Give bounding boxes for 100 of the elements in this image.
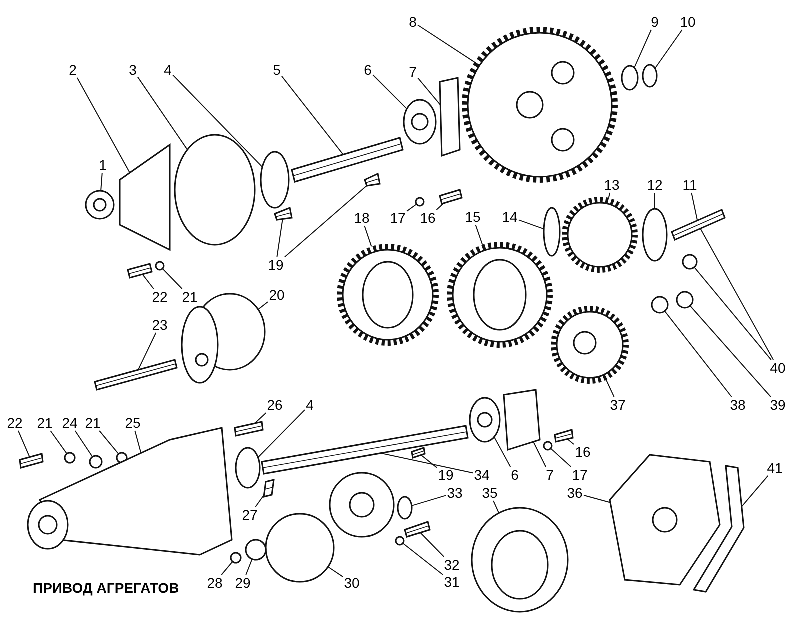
leader-line: [493, 500, 500, 514]
drawing-title: ПРИВОД АГРЕГАТОВ: [33, 579, 180, 598]
flange-drawing: [503, 389, 541, 451]
callout-number: 9: [650, 14, 660, 30]
leader-line: [255, 494, 265, 508]
leader-line: [138, 332, 157, 371]
leader-line: [18, 430, 30, 458]
callout-number: 10: [679, 14, 697, 30]
leader-line: [284, 185, 368, 258]
leader-line: [99, 430, 120, 455]
callout-number: 17: [389, 210, 407, 226]
leader-line: [700, 228, 774, 360]
callout-number: 22: [151, 289, 169, 305]
callout-number: 21: [84, 415, 102, 431]
cap-drawing: [85, 190, 115, 220]
leader-line: [172, 74, 264, 168]
leader-line: [436, 202, 444, 210]
callout-number: 21: [181, 289, 199, 305]
leader-line: [494, 436, 512, 468]
callout-number: 17: [571, 467, 589, 483]
callout-number: 28: [206, 575, 224, 591]
leader-line: [411, 495, 446, 506]
leader-line: [258, 302, 268, 310]
nut-drawing: [642, 64, 658, 88]
leader-line: [420, 532, 445, 558]
leader-line: [282, 76, 344, 156]
seal-drawing: [471, 507, 569, 613]
leader-line: [134, 430, 142, 454]
gear-drawing: [562, 197, 638, 273]
leader-line: [380, 452, 474, 474]
leader-line: [634, 30, 652, 69]
screw-drawing: [404, 521, 431, 538]
bearing-drawing: [403, 99, 437, 145]
bolt-drawing: [554, 429, 574, 443]
callout-number: 36: [566, 485, 584, 501]
leader-line: [420, 454, 438, 468]
nut-drawing: [89, 455, 103, 469]
washer-drawing: [64, 452, 76, 464]
hub-drawing: [642, 208, 668, 262]
leader-line: [694, 266, 772, 360]
callout-number: 7: [545, 467, 555, 483]
leader-line: [567, 438, 574, 446]
leader-line: [550, 448, 572, 468]
callout-number: 38: [729, 397, 747, 413]
leader-line: [664, 310, 732, 398]
leader-line: [372, 74, 408, 110]
washer-drawing: [543, 441, 553, 451]
gear-drawing: [551, 306, 629, 384]
leader-line: [246, 558, 253, 576]
leader-line: [406, 204, 418, 212]
leader-line: [138, 76, 188, 150]
bolt-drawing: [127, 263, 153, 279]
callout-number: 2: [68, 62, 78, 78]
callout-number: 21: [36, 415, 54, 431]
callout-number: 22: [6, 415, 24, 431]
nut-drawing: [682, 254, 698, 270]
leader-line: [254, 412, 267, 424]
leader-line: [418, 24, 476, 63]
callout-number: 35: [481, 485, 499, 501]
gasket-drawing: [174, 134, 256, 246]
key-drawing: [364, 172, 381, 187]
callout-number: 31: [443, 574, 461, 590]
leader-line: [690, 306, 772, 398]
washer-drawing: [621, 65, 639, 91]
leader-line: [328, 566, 344, 578]
leader-line: [584, 494, 611, 504]
stud-drawing: [671, 209, 726, 241]
leader-line: [606, 380, 615, 398]
washer-drawing: [651, 296, 669, 314]
bolt-drawing: [230, 552, 242, 564]
callout-number: 39: [769, 397, 787, 413]
callout-number: 27: [241, 507, 259, 523]
stud-drawing: [234, 421, 264, 437]
leader-line: [691, 192, 698, 222]
callout-number: 29: [234, 575, 252, 591]
callout-number: 6: [363, 62, 373, 78]
washer-drawing: [155, 261, 165, 271]
callout-number: 25: [124, 415, 142, 431]
callout-number: 41: [766, 460, 784, 476]
callout-number: 24: [61, 415, 79, 431]
washer-drawing: [245, 539, 267, 561]
callout-number: 37: [609, 397, 627, 413]
leader-line: [162, 268, 183, 290]
leader-line: [741, 476, 769, 508]
callout-number: 40: [769, 360, 787, 376]
callout-number: 19: [267, 257, 285, 273]
callout-number: 23: [151, 317, 169, 333]
callout-number: 3: [128, 62, 138, 78]
leader-line: [608, 192, 611, 199]
key-drawing: [411, 447, 426, 459]
leader-line: [221, 561, 234, 576]
callout-number: 1: [98, 157, 108, 173]
shaft-drawing: [291, 137, 404, 183]
bolt-drawing: [94, 359, 178, 391]
leader-line: [533, 442, 547, 468]
leader-line: [402, 542, 444, 576]
bolt-drawing: [19, 453, 44, 469]
leader-line: [654, 192, 656, 210]
leader-line: [100, 172, 103, 192]
disc-drawing: [265, 513, 335, 583]
